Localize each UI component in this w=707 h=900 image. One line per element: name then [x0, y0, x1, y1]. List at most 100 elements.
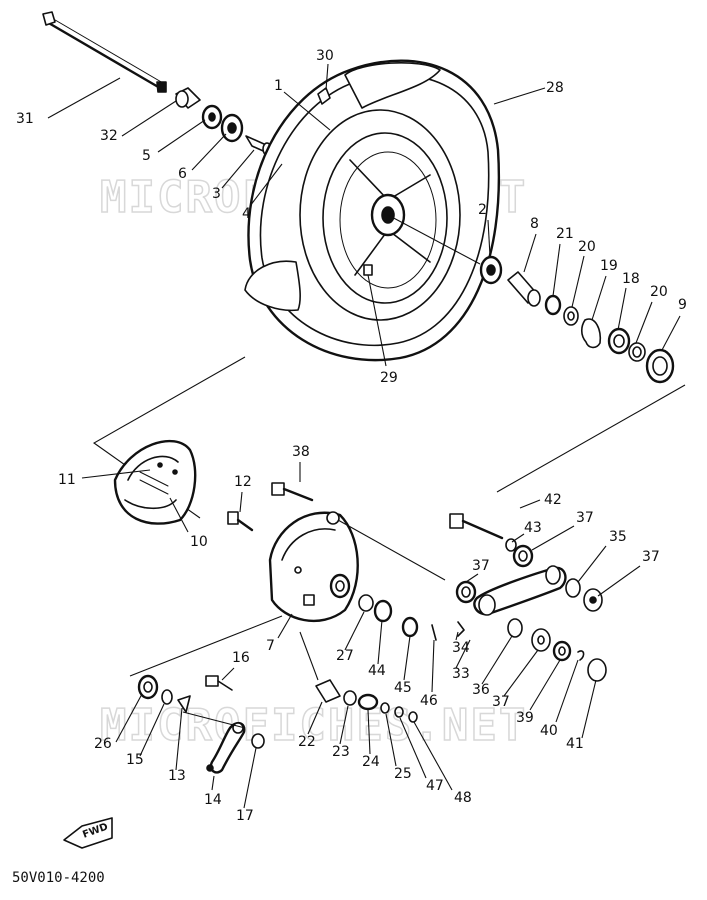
leader-line-c36 — [481, 635, 513, 685]
seal-26 — [137, 674, 159, 700]
leader-line-c18 — [617, 287, 627, 331]
leader-line-c21 — [552, 243, 561, 297]
leader-line-c15 — [139, 703, 165, 757]
callout-c31: 31 — [16, 111, 34, 127]
callout-c43: 43 — [524, 520, 542, 536]
leader-line-c33 — [455, 639, 471, 669]
leader-line-c17 — [243, 747, 257, 809]
callout-c48: 48 — [454, 790, 472, 806]
leader-line-c44 — [377, 619, 383, 665]
leader-line-c48 — [413, 721, 453, 791]
callout-c42: 42 — [544, 492, 562, 508]
watermark-bottom: MICROFICHES.NET — [100, 700, 527, 751]
callout-c38: 38 — [292, 444, 310, 460]
leader-line-c20b — [635, 301, 653, 344]
callout-c45: 45 — [394, 680, 412, 696]
callout-c37c: 37 — [472, 558, 490, 574]
washer-48 — [408, 711, 418, 723]
callout-c41: 41 — [566, 736, 584, 752]
leader-line-c14 — [211, 775, 215, 791]
callout-c39: 39 — [516, 710, 534, 726]
leader-line-c29 — [367, 274, 387, 367]
callout-c20a: 20 — [578, 239, 596, 255]
leader-line-c39 — [529, 659, 561, 711]
callout-c21: 21 — [556, 226, 574, 242]
leader-line-c4 — [249, 163, 283, 207]
leader-line-c32 — [121, 100, 177, 137]
leader-line-c13 — [175, 707, 183, 771]
callout-c3: 3 — [212, 186, 221, 202]
clip-47 — [394, 706, 404, 718]
callout-c32: 32 — [100, 128, 118, 144]
collar-32 — [175, 87, 201, 109]
leader-line-c20a — [571, 255, 585, 308]
leader-line-c45 — [403, 635, 411, 681]
leader-line-c11 — [81, 469, 151, 479]
callout-c24: 24 — [362, 754, 380, 770]
leader-line-c8 — [523, 233, 537, 273]
washer-37b — [455, 580, 477, 604]
callout-c14: 14 — [204, 792, 222, 808]
bolt-38 — [271, 482, 314, 502]
callout-c4: 4 — [242, 206, 251, 222]
cutaway-tread — [244, 62, 441, 312]
callout-c37b: 37 — [642, 549, 660, 565]
leader-line-c1 — [283, 91, 331, 131]
callout-c2: 2 — [478, 202, 487, 218]
callout-c27: 27 — [336, 648, 354, 664]
leader-line-c40 — [555, 659, 579, 723]
callout-c9: 9 — [678, 297, 687, 313]
callout-c22: 22 — [298, 734, 316, 750]
callout-c29: 29 — [380, 370, 398, 386]
leader-line-c2 — [487, 219, 491, 257]
callout-c46: 46 — [420, 693, 438, 709]
washer-37d — [531, 628, 551, 652]
leader-line-c37d — [503, 649, 539, 697]
leader-line-c12 — [239, 491, 243, 513]
seal-44 — [373, 599, 393, 623]
callout-c36: 36 — [472, 682, 490, 698]
callout-c20b: 20 — [650, 284, 668, 300]
callout-c11: 11 — [58, 472, 76, 488]
indicator-13 — [177, 695, 191, 713]
leader-line-c9 — [661, 315, 681, 351]
leader-line-c37b — [597, 565, 641, 597]
callout-c5: 5 — [142, 148, 151, 164]
leader-line-c24 — [367, 709, 371, 755]
leader-line-c42 — [519, 499, 541, 509]
part-code: 50V010-4200 — [12, 870, 105, 886]
leader-line-c30 — [325, 63, 329, 91]
clip-19 — [580, 318, 602, 349]
leader-line-c46 — [431, 639, 435, 693]
leader-line-c37a — [531, 525, 575, 551]
bolt-12 — [227, 511, 254, 532]
callout-c40: 40 — [540, 723, 558, 739]
callout-c8: 8 — [530, 216, 539, 232]
bolt-42 — [449, 513, 504, 540]
cap-41 — [587, 658, 607, 682]
callout-c35: 35 — [609, 529, 627, 545]
cam-shaft-22 — [315, 679, 341, 703]
callout-c7: 7 — [266, 638, 275, 654]
axle-shaft-31 — [42, 11, 167, 93]
bearing-6 — [220, 113, 244, 143]
callout-c28: 28 — [546, 80, 564, 96]
leader-line-c19 — [591, 275, 607, 321]
brake-plate-7 — [268, 511, 359, 623]
callout-c17: 17 — [236, 808, 254, 824]
bushing-35 — [565, 578, 581, 598]
callout-c12: 12 — [234, 474, 252, 490]
leader-line-c34 — [455, 631, 459, 641]
leader-line-c3 — [221, 149, 255, 189]
washer-37a — [512, 544, 534, 568]
leader-line-c16 — [221, 667, 235, 681]
bolt-17 — [251, 733, 265, 749]
pin-46 — [431, 624, 437, 641]
leader-line-c28 — [493, 87, 546, 105]
collar-36 — [507, 618, 523, 638]
callout-c34: 34 — [452, 640, 470, 656]
callout-c19: 19 — [600, 258, 618, 274]
collar-8 — [507, 271, 541, 307]
